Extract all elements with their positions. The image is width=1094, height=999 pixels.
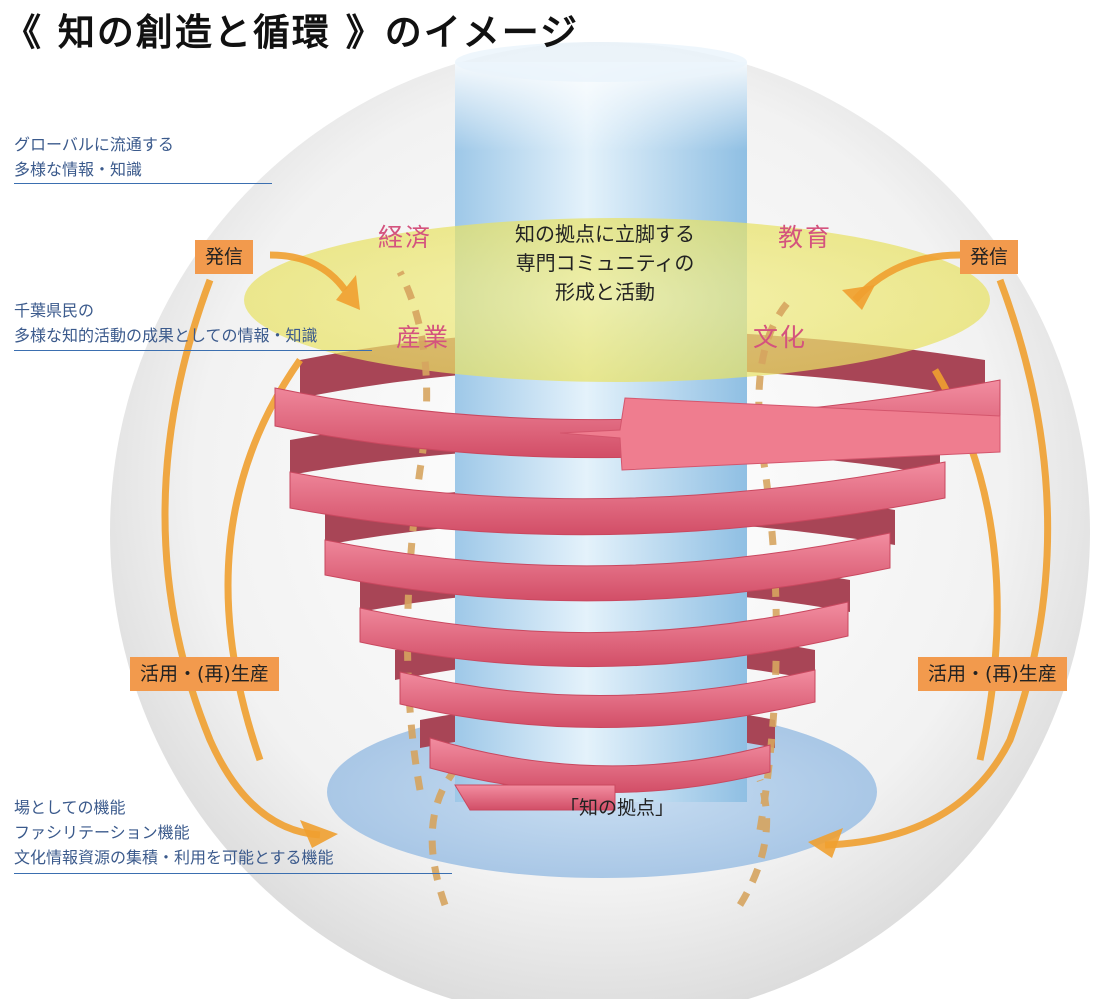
- citizen-info-line-2: 多様な知的活動の成果としての情報・知識: [14, 326, 318, 345]
- functions-note: 場としての機能 ファシリテーション機能 文化情報資源の集積・利用を可能とする機能: [14, 795, 452, 874]
- reuse-tag-left: 活用・(再)生産: [130, 657, 279, 691]
- sector-economy: 経済: [378, 223, 433, 252]
- citizen-info-note: 千葉県民の 多様な知的活動の成果としての情報・知識: [14, 298, 372, 351]
- community-label: 知の拠点に立脚する 専門コミュニティの 形成と活動: [470, 220, 740, 307]
- global-info-line-1: グローバルに流通する: [14, 135, 174, 154]
- functions-line-3: 文化情報資源の集積・利用を可能とする機能: [14, 848, 334, 867]
- global-info-line-2: 多様な情報・知識: [14, 160, 143, 179]
- sector-education: 教育: [778, 223, 833, 252]
- functions-line-2: ファシリテーション機能: [14, 823, 190, 842]
- community-label-line-3: 形成と活動: [555, 280, 655, 304]
- reuse-tag-right: 活用・(再)生産: [918, 657, 1067, 691]
- community-label-line-1: 知の拠点に立脚する: [515, 222, 695, 246]
- hub-label: 「知の拠点」: [560, 797, 675, 819]
- send-tag-left: 発信: [195, 240, 254, 274]
- spiral-arrow-head: [559, 397, 1001, 471]
- send-tag-right: 発信: [960, 240, 1019, 274]
- functions-line-1: 場としての機能: [14, 798, 126, 817]
- citizen-info-line-1: 千葉県民の: [14, 301, 95, 320]
- global-info-note: グローバルに流通する 多様な情報・知識: [14, 132, 272, 184]
- page-title: 《 知の創造と循環 》のイメージ: [4, 11, 580, 54]
- community-disk: [244, 218, 990, 382]
- sector-industry: 産業: [396, 323, 451, 352]
- arrow-heads: [300, 275, 875, 858]
- sector-culture: 文化: [753, 323, 808, 352]
- community-label-line-2: 専門コミュニティの: [515, 251, 695, 275]
